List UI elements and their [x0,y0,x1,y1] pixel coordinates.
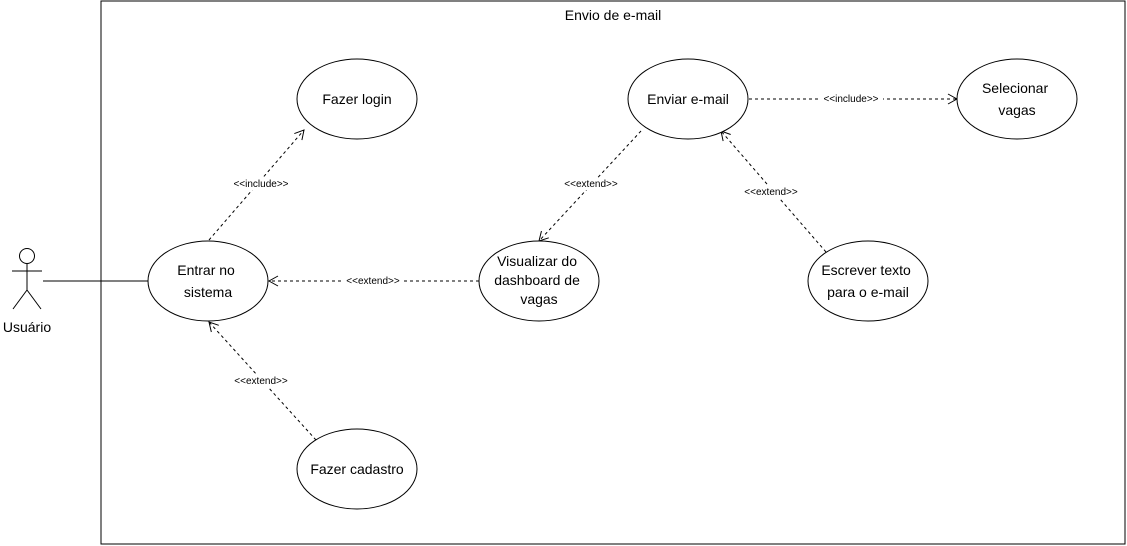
extend-edge-enviar[interactable] [538,130,642,242]
actor-usuario[interactable]: Usuário [3,248,51,336]
edge-label-bg [343,275,403,287]
edge-label-include-login: <<include>> [233,179,288,190]
edge-label-bg [819,93,883,105]
use-case-label: vagas [998,102,1035,118]
use-case-label: Enviar e-mail [647,91,729,107]
use-case-entrar-sistema[interactable]: Entrar no sistema [147,240,269,322]
use-case-fazer-login[interactable]: Fazer login [296,58,418,140]
edge-label-bg [561,178,621,190]
use-case-label: Fazer login [322,91,391,107]
svg-text:Enviar e-mail: Enviar e-mail [647,91,729,107]
edge-label-extend-enviar: <<extend>> [564,179,618,190]
edge-label-extend-escrever: <<extend>> [744,187,798,198]
svg-text:Fazer login: Fazer login [322,91,391,107]
edge-label-include-selecionar: <<include>> [823,94,878,105]
system-title: Envio de e-mail [565,7,662,23]
actor-left-leg [12,289,28,310]
use-case-label: Selecionar [982,80,1048,96]
svg-text:Selecionar vagas: Selecionar vagas [982,80,1052,118]
use-case-label: vagas [520,291,557,307]
svg-text:Entrar no sistema: Entrar no sistema [177,262,238,300]
edge-label-extend-cadastro: <<extend>> [234,376,288,387]
use-case-enviar-email[interactable]: Enviar e-mail [627,58,749,140]
use-case-label: para o e-mail [827,284,909,300]
use-case-escrever-texto[interactable]: Escrever texto para o e-mail [807,240,929,322]
use-case-fazer-cadastro[interactable]: Fazer cadastro [296,428,418,510]
use-case-label: Fazer cadastro [310,461,404,477]
system-boundary[interactable] [100,0,1126,545]
svg-text:Fazer cadastro: Fazer cadastro [310,461,404,477]
actor-label: Usuário [3,319,51,335]
edge-label-bg [231,375,291,387]
svg-text:Escrever texto para o e-: Escrever texto para o e-mail [821,262,914,300]
actor-head [19,248,35,264]
edge-label-extend-dashboard: <<extend>> [346,276,400,287]
actor-right-leg [26,289,42,310]
edge-label-bg [741,186,801,198]
edge-label-bg [229,178,293,190]
use-case-label: Entrar no [177,262,235,278]
use-case-selecionar-vagas[interactable]: Selecionar vagas [956,58,1078,140]
use-case-visualizar-dashboard[interactable]: Visualizar do dashboard de vagas [478,240,600,322]
svg-text:Visualizar do dashboard: Visualizar do dashboard de vagas [494,253,584,307]
use-case-label: dashboard de [494,272,580,288]
use-case-label: Escrever texto [821,262,911,278]
use-case-label: sistema [184,284,232,300]
use-case-label: Visualizar do [497,253,577,269]
